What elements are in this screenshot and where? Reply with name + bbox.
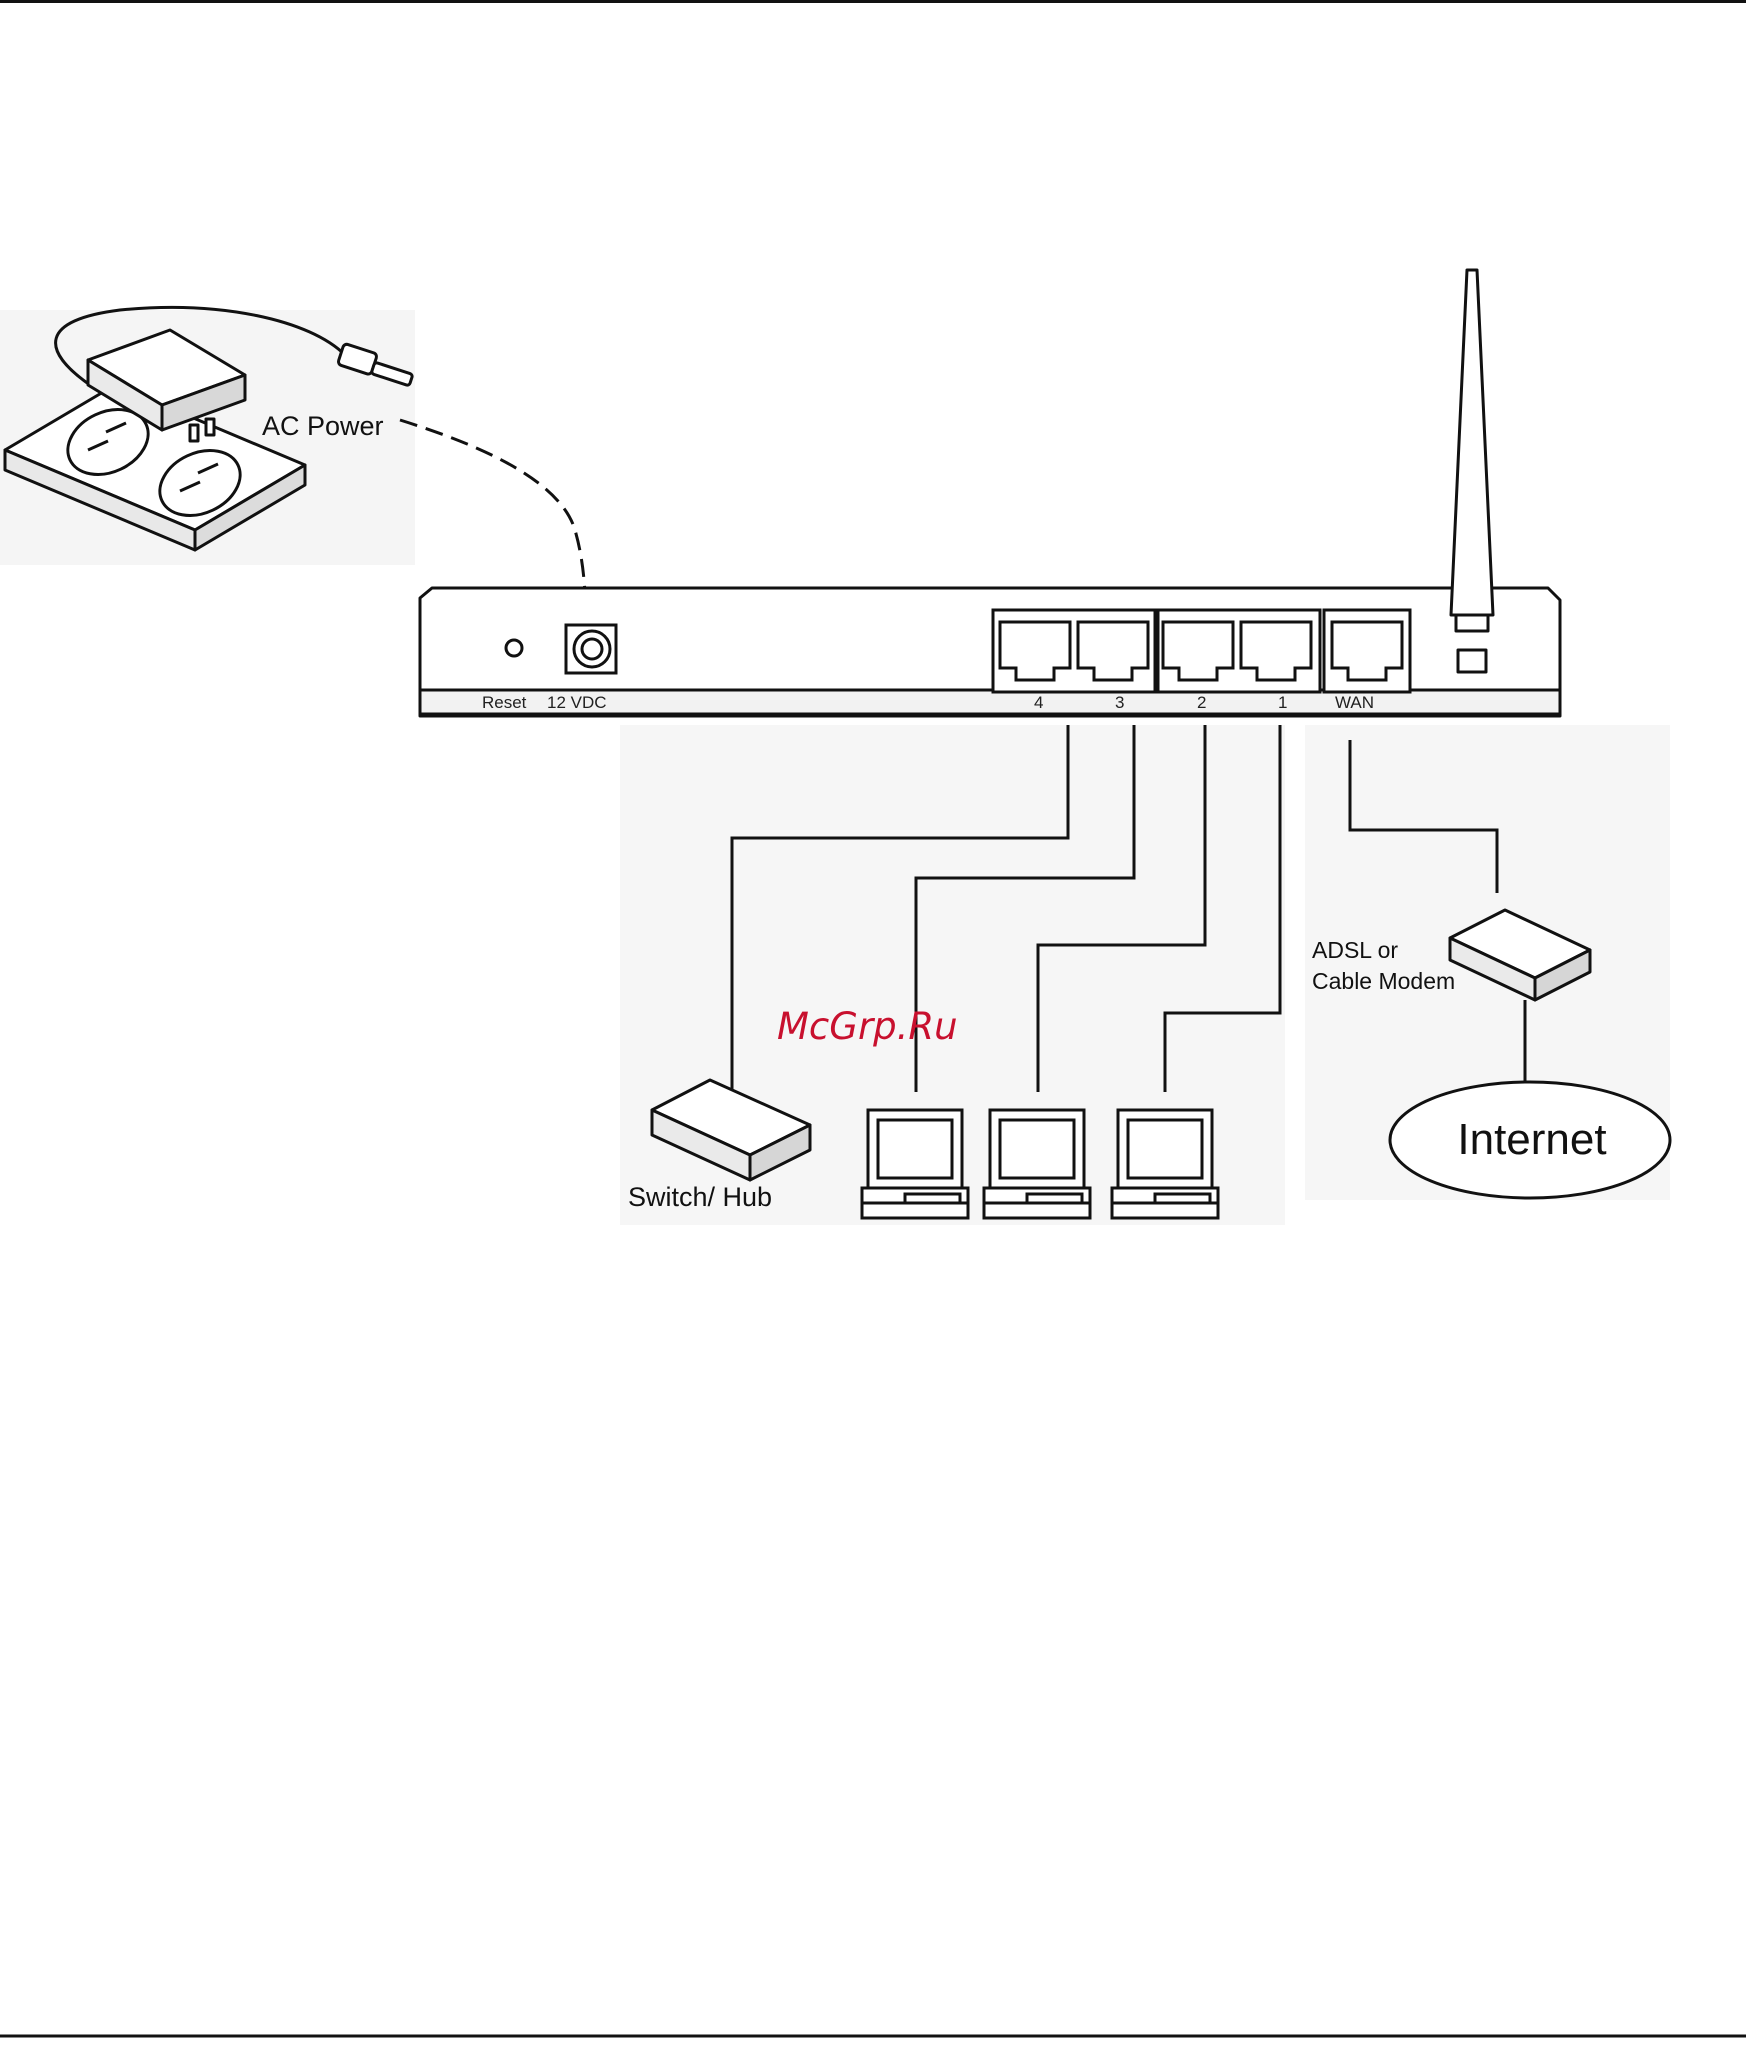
port-4-label: 4 — [1034, 693, 1043, 712]
vdc-label: 12 VDC — [547, 693, 607, 712]
reset-button — [506, 640, 522, 656]
computer-3-icon — [1112, 1110, 1218, 1218]
wan-label: WAN — [1335, 693, 1374, 712]
port-1-label: 1 — [1278, 693, 1287, 712]
modem-label-line1: ADSL or — [1312, 937, 1398, 963]
internet-label: Internet — [1457, 1115, 1606, 1164]
port-2-label: 2 — [1197, 693, 1206, 712]
watermark: McGrp.Ru — [777, 1005, 958, 1048]
reset-label: Reset — [482, 693, 527, 712]
computer-2-icon — [984, 1110, 1090, 1218]
switch-hub-label: Switch/ Hub — [628, 1182, 772, 1212]
antenna-icon — [1451, 270, 1493, 672]
computer-1-icon — [862, 1110, 968, 1218]
modem-label-line2: Cable Modem — [1312, 968, 1455, 994]
ac-power-label: AC Power — [262, 411, 384, 441]
dc-power-jack — [566, 625, 616, 673]
port-3-label: 3 — [1115, 693, 1124, 712]
